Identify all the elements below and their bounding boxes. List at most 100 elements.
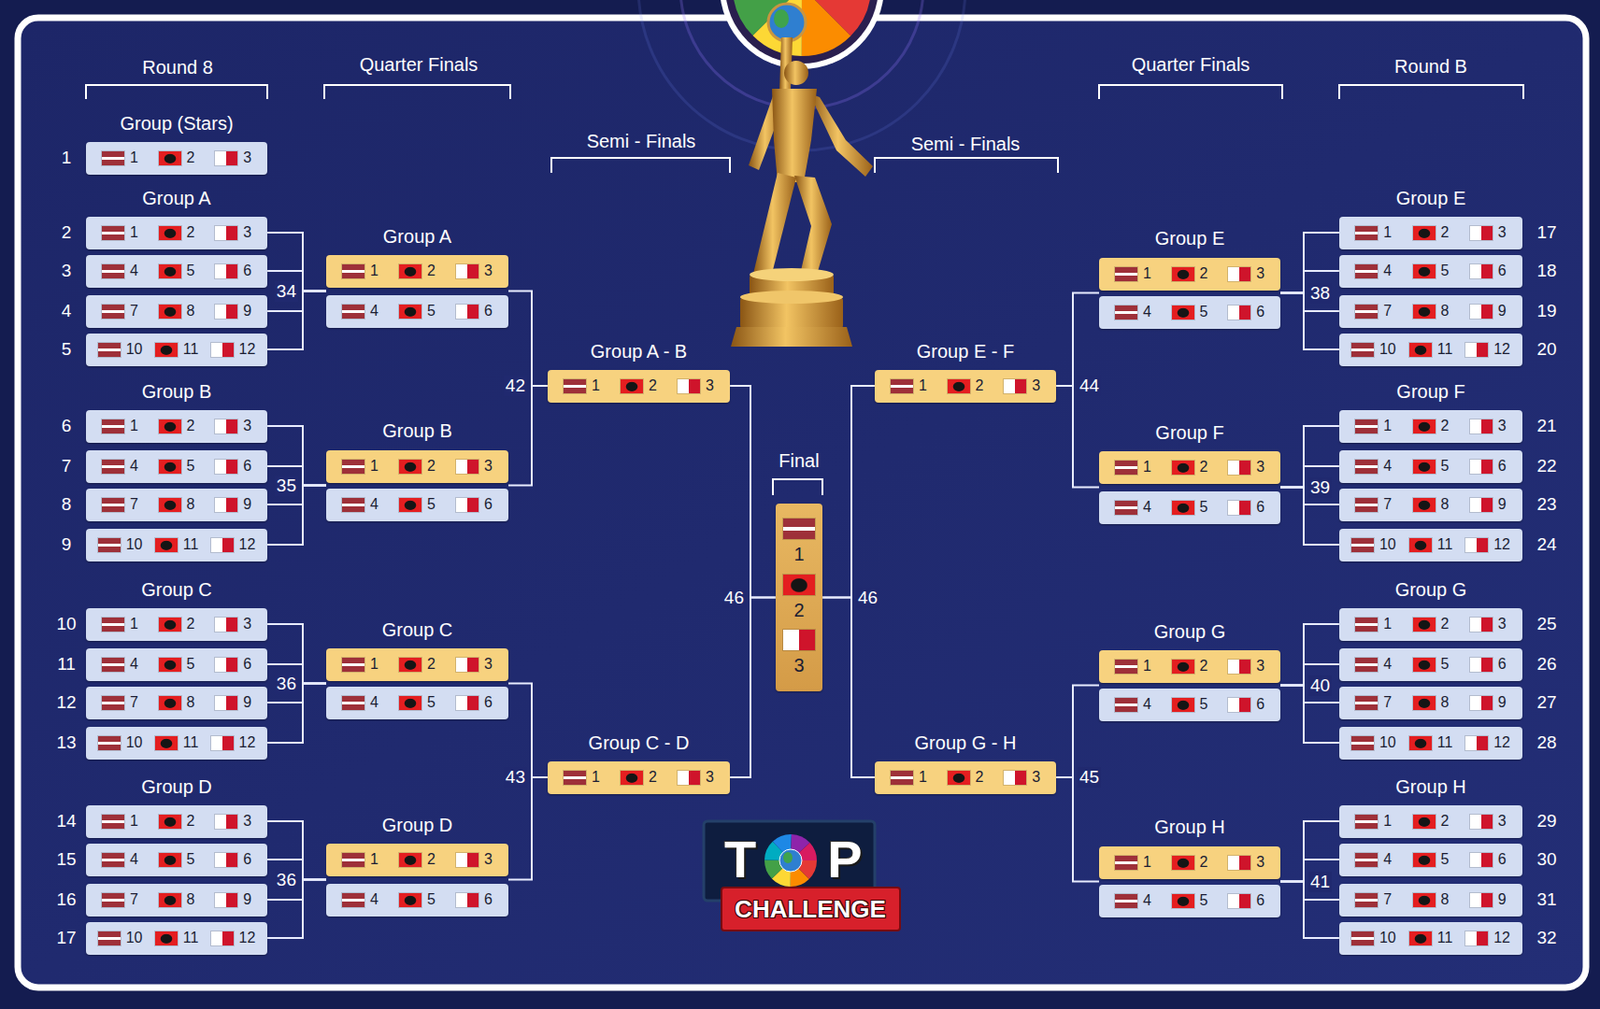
group-heading: Group (Stars) [119,112,233,135]
header-bracket [85,85,268,100]
team-entry: 2 [158,148,196,168]
flag-icon [101,657,125,672]
team-number: 6 [242,850,252,870]
flag-icon [1413,304,1436,319]
medallion-ring [725,0,879,64]
flag-icon [1171,305,1195,320]
team-number: 6 [484,890,493,910]
flag-icon [1114,500,1138,515]
team-entry: 7 [1355,301,1392,321]
team-number: 8 [186,495,196,515]
flag-icon [1413,264,1436,279]
group-block: Group A123456 [326,225,509,329]
team-entry: 3 [677,376,715,396]
team-box: 456 [1099,688,1281,722]
team-entry: 4 [1355,850,1392,870]
logo-globe-slice [777,847,804,874]
team-entry: 6 [1470,850,1507,870]
flag-icon [342,853,365,868]
team-entry: 8 [1413,301,1450,321]
flag-icon [1470,617,1493,632]
logo-globe-slice [777,847,804,874]
flag-icon [1465,538,1488,553]
team-number: 5 [1200,891,1209,911]
group-heading: Group H [1395,775,1467,799]
trophy-base [740,290,843,304]
column-header: Semi - Finals [586,129,697,153]
team-entry: 11 [1409,733,1454,753]
team-number: 11 [183,340,200,359]
team-number: 11 [1437,535,1454,555]
flag-icon [342,893,365,908]
team-box: 101112 [85,727,268,760]
group-block: Group B123456 [326,419,509,522]
team-entry: 6 [1470,655,1507,674]
team-box: 101112 [1339,727,1523,760]
flag-icon [399,498,422,513]
team-number: 2 [648,768,658,787]
team-number: 3 [1498,614,1507,634]
flag-icon [1355,264,1378,279]
team-entry: 6 [1228,695,1265,715]
team-entry: 3 [214,614,252,634]
team-entry: 6 [456,693,493,713]
flag-icon [1171,460,1195,475]
flag-icon [456,893,479,908]
team-number: 4 [1383,261,1392,281]
team-box: 789 [85,884,268,917]
team-number: 4 [370,301,379,321]
team-number: 2 [186,223,196,243]
team-number: 1 [1383,223,1392,243]
team-number: 4 [1142,498,1152,517]
team-number: 11 [183,928,200,948]
row-number: 8 [61,494,72,515]
team-box: 789 [85,686,268,720]
flag-icon [563,379,586,394]
flag-icon [1355,696,1378,711]
team-number: 2 [793,599,804,622]
team-entry: 9 [214,890,252,910]
team-number: 3 [242,614,252,634]
logo-globe-slice [777,847,804,874]
bracket-number: 34 [274,281,299,302]
team-entry: 5 [158,261,196,281]
team-number: 11 [1437,733,1454,753]
bracket-number: 39 [1308,477,1332,499]
team-entry: 4 [1355,655,1392,674]
team-entry: 1 [1114,264,1152,284]
team-box: 123 [326,450,509,484]
team-box: 123 [1099,257,1281,291]
team-entry: 4 [1114,302,1152,322]
header-bracket [324,85,511,100]
bracket-number: 43 [503,767,528,788]
header-bracket [772,479,823,496]
team-number: 5 [186,457,196,476]
team-entry: 3 [214,223,252,243]
flag-icon [101,893,125,908]
team-entry: 7 [1355,495,1392,515]
flag-icon [620,379,643,394]
bracket-number: 38 [1308,283,1332,304]
team-entry: 3 [456,655,493,674]
team-box: 789 [1339,884,1523,917]
flag-icon [211,538,234,553]
team-box: 101112 [85,528,268,562]
team-box: 123 [1339,410,1523,443]
flag-icon [158,814,182,829]
bracket-line [508,291,548,387]
team-number: 2 [648,376,658,396]
team-box: 101112 [85,333,268,367]
team-number: 2 [1200,264,1209,284]
team-entry: 2 [399,261,436,281]
team-entry: 12 [211,340,257,359]
team-entry: 3 [677,768,715,787]
flag-icon [98,342,121,358]
team-number: 10 [126,535,143,555]
team-number: 4 [1142,891,1152,911]
team-entry: 1 [563,768,600,787]
team-number: 3 [1498,223,1507,243]
team-entry: 4 [101,850,139,870]
team-number: 3 [793,654,804,677]
team-entry: 5 [158,850,196,870]
team-number: 3 [1256,457,1265,477]
